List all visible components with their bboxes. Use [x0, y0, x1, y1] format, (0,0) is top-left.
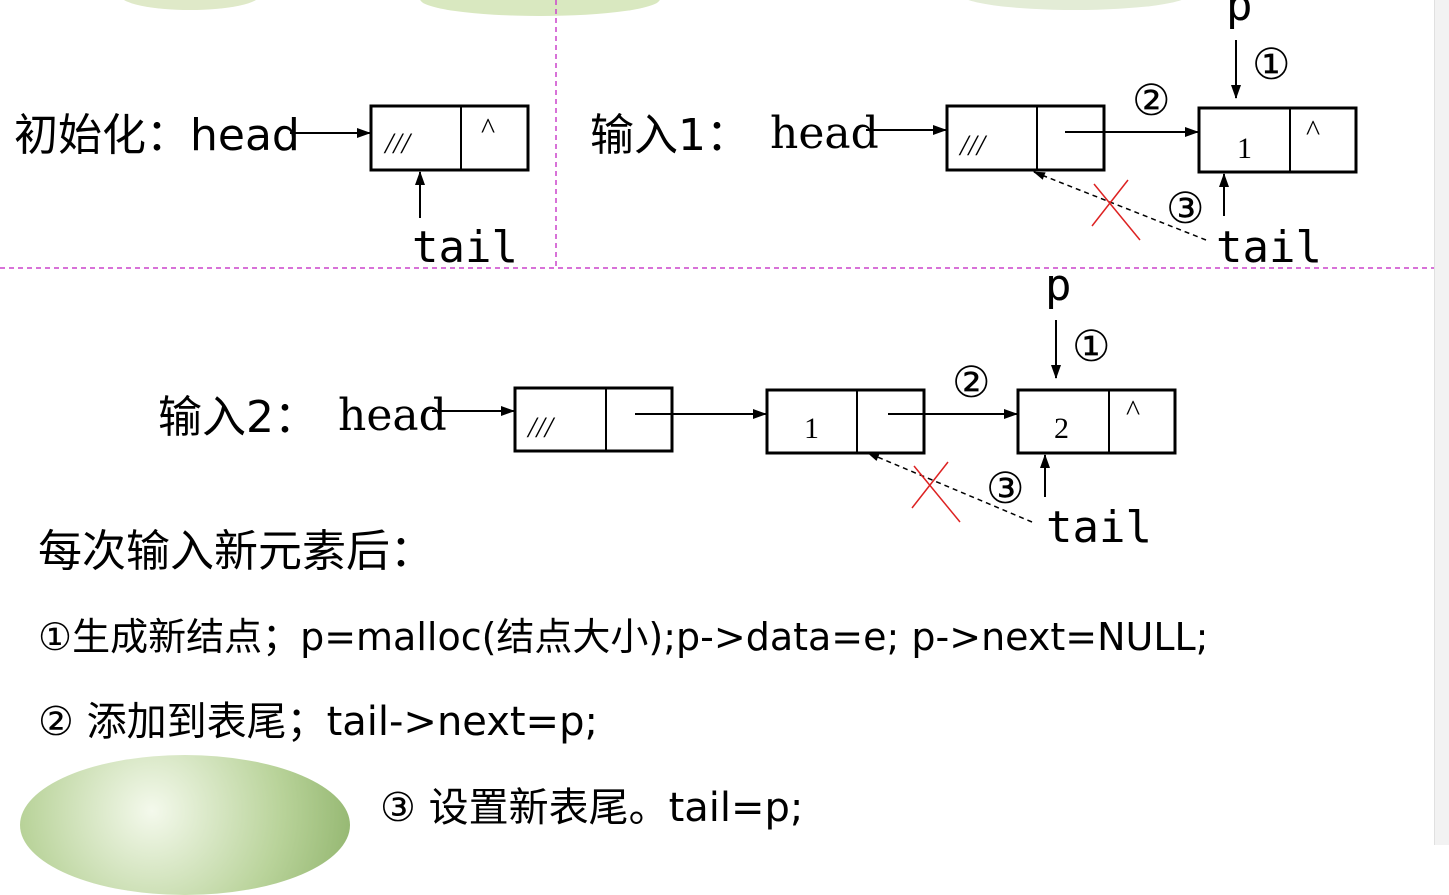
input2-node-2-value: 2 [1054, 412, 1069, 445]
input1-head-node [945, 104, 1106, 172]
input2-tail-label: tail [1046, 502, 1152, 553]
input2-old-tail-link [867, 452, 1033, 523]
init-node-empty: /// [383, 127, 413, 160]
input2-label: 输入2： [158, 392, 318, 443]
input1-new-node [1197, 106, 1358, 174]
input2-node-2 [1016, 388, 1177, 455]
input1-step3-marker: ③ [1166, 184, 1205, 234]
input2-p-label: p [1045, 260, 1072, 311]
input1-p-label: p [1226, 0, 1253, 31]
input2-cross-b [911, 461, 949, 509]
input1-step2-marker: ② [1132, 76, 1171, 126]
decoration-top-mid [420, 0, 660, 16]
input2-step1-marker: ① [1072, 322, 1111, 372]
linked-list-diagram: /// ^ /// 1 ^ /// 1 2 ^ [0, 0, 1435, 523]
input1-head-label: head [770, 108, 879, 159]
init-node-null: ^ [481, 112, 495, 145]
input2-head-node-empty: /// [526, 411, 556, 444]
init-label: 初始化：head [14, 110, 300, 161]
input2-head-node [513, 386, 674, 453]
notes-heading: 每次输入新元素后： [38, 526, 434, 577]
notes-step2: ② 添加到表尾；tail->next=p; [38, 699, 598, 745]
notes-step3: ③ 设置新表尾。tail=p; [380, 785, 804, 831]
input2-cross-a [913, 465, 961, 523]
input1-new-node-null: ^ [1306, 114, 1320, 147]
input1-cross-b [1091, 179, 1129, 227]
input1-step1-marker: ① [1252, 40, 1291, 90]
vertical-scrollbar[interactable] [1434, 0, 1449, 845]
decoration-top-right [960, 0, 1190, 10]
input2-step3-marker: ③ [986, 464, 1025, 514]
decoration-top-left [120, 0, 260, 10]
init-tail-label: tail [412, 222, 518, 273]
input1-new-node-value: 1 [1237, 132, 1252, 165]
input1-cross-a [1093, 183, 1141, 241]
input2-head-label: head [338, 390, 447, 441]
input2-node-2-null: ^ [1126, 394, 1140, 427]
init-node [369, 104, 530, 172]
input2-node-1-value: 1 [804, 412, 819, 445]
input1-old-tail-link [1033, 171, 1207, 241]
notes-step1: ①生成新结点；p=malloc(结点大小);p->data=e; p->next… [38, 615, 1209, 659]
input1-head-node-empty: /// [958, 129, 988, 162]
input2-node-1 [765, 388, 926, 455]
input1-label: 输入1： [590, 110, 750, 161]
input1-tail-label: tail [1216, 222, 1322, 273]
input2-step2-marker: ② [952, 358, 991, 408]
